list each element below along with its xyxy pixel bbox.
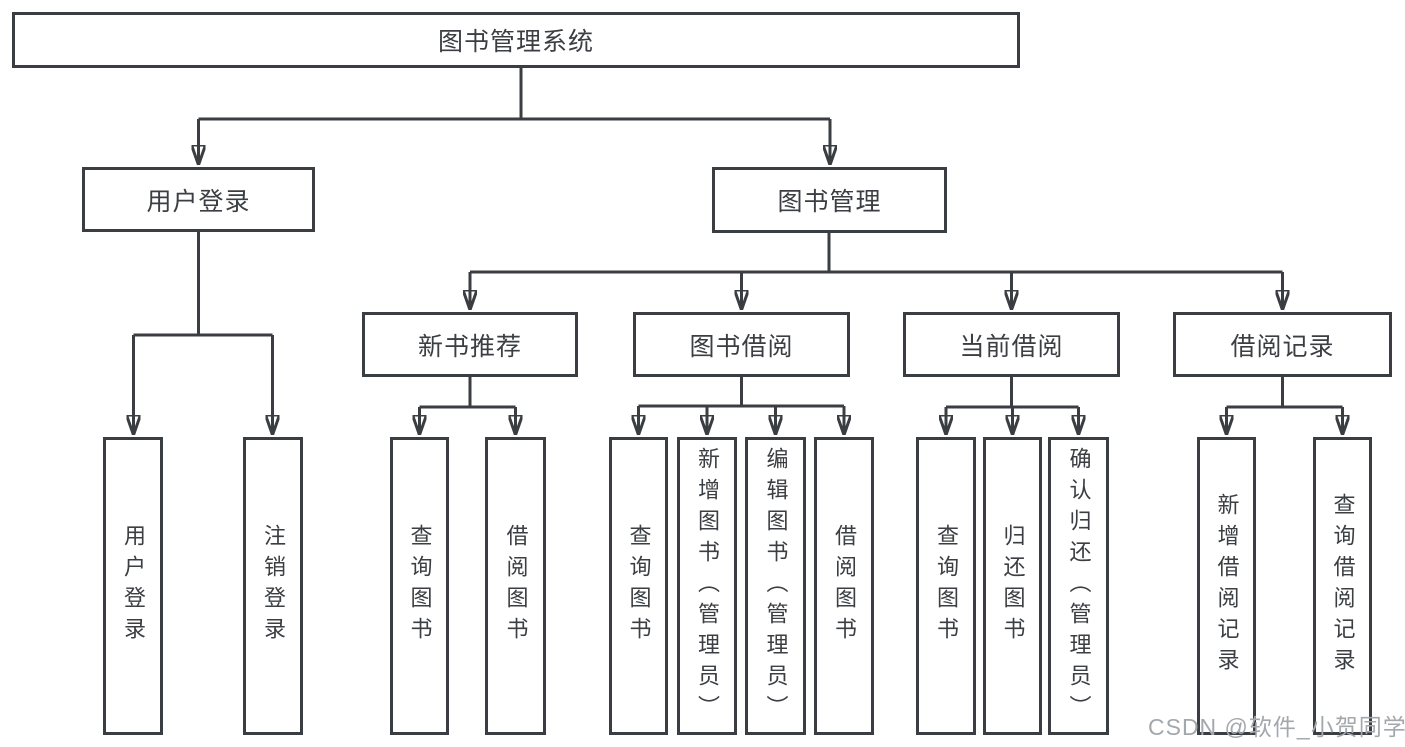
node-leaf-br-query-label: 查询借阅记录: [1330, 493, 1356, 679]
node-leaf-br-add-label: 新增借阅记录: [1214, 493, 1240, 679]
node-leaf-user-login: 用户登录: [103, 437, 163, 735]
node-leaf-br-query: 查询借阅记录: [1313, 437, 1372, 735]
node-leaf-bb-borrow: 借阅图书: [814, 437, 874, 735]
node-leaf-cb-confirm-label: 确认归还（管理员）: [1066, 446, 1092, 726]
watermark-text: CSDN @软件_小贺同学: [1148, 714, 1405, 740]
node-new-book-rec-label: 新书推荐: [417, 332, 522, 361]
node-current-borrow-label: 当前借阅: [959, 332, 1064, 361]
node-book-mgmt: 图书管理: [712, 167, 947, 233]
node-leaf-nb-query-label: 查询图书: [407, 524, 433, 648]
node-user-login-label: 用户登录: [146, 187, 251, 216]
node-leaf-cb-return-label: 归还图书: [1000, 524, 1026, 648]
node-leaf-nb-query: 查询图书: [390, 437, 449, 735]
node-leaf-bb-query: 查询图书: [609, 437, 668, 735]
node-leaf-cb-query-label: 查询图书: [934, 524, 959, 648]
node-current-borrow: 当前借阅: [903, 312, 1120, 377]
node-leaf-cb-confirm: 确认归还（管理员）: [1048, 437, 1109, 735]
node-root-label: 图书管理系统: [437, 28, 594, 56]
node-leaf-bb-borrow-label: 借阅图书: [832, 524, 857, 648]
node-borrow-record: 借阅记录: [1173, 312, 1392, 377]
node-borrow-record-label: 借阅记录: [1230, 332, 1335, 361]
node-leaf-user-login-label: 用户登录: [121, 524, 146, 648]
node-leaf-logout: 注销登录: [243, 437, 303, 735]
node-leaf-bb-add: 新增图书（管理员）: [677, 437, 737, 735]
node-leaf-bb-query-label: 查询图书: [626, 524, 652, 648]
node-leaf-br-add: 新增借阅记录: [1197, 437, 1256, 735]
node-root: 图书管理系统: [12, 12, 1020, 68]
node-leaf-bb-edit: 编辑图书（管理员）: [745, 437, 806, 735]
node-new-book-rec: 新书推荐: [362, 312, 578, 377]
node-leaf-cb-query: 查询图书: [916, 437, 976, 735]
node-leaf-nb-borrow: 借阅图书: [485, 437, 546, 735]
node-book-borrow-label: 图书借阅: [689, 332, 794, 361]
node-leaf-nb-borrow-label: 借阅图书: [503, 524, 529, 648]
node-book-mgmt-label: 图书管理: [777, 188, 882, 216]
node-book-borrow: 图书借阅: [633, 312, 850, 377]
node-leaf-cb-return: 归还图书: [983, 437, 1042, 735]
node-leaf-bb-add-label: 新增图书（管理员）: [695, 446, 720, 726]
node-leaf-bb-edit-label: 编辑图书（管理员）: [763, 446, 789, 726]
node-user-login: 用户登录: [82, 167, 315, 232]
node-leaf-logout-label: 注销登录: [261, 524, 286, 648]
